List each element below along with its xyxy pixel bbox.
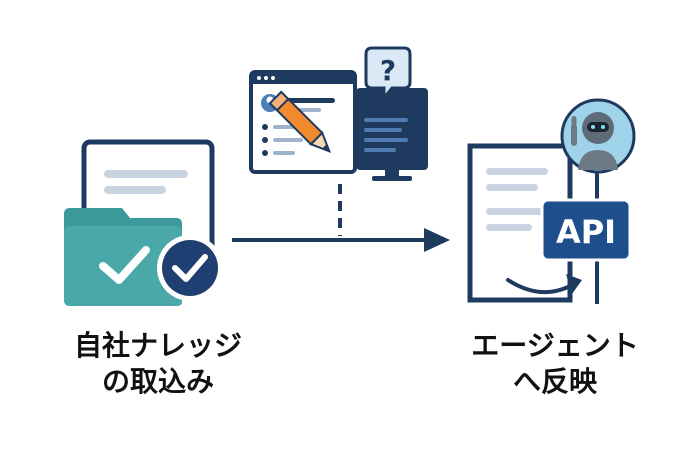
caption-left-line1: 自社ナレッジ: [73, 329, 242, 362]
robot-finger: [571, 116, 577, 126]
caption-right-line2: へ反映: [512, 365, 597, 398]
doc-line: [486, 184, 538, 191]
api-label: API: [556, 213, 616, 251]
folder-front: [64, 226, 182, 306]
robot-icon: [571, 112, 618, 170]
pencil-eraser: [268, 90, 290, 112]
check-badge-icon: [162, 240, 218, 296]
curved-arrow: [506, 278, 576, 295]
caption-left: 自社ナレッジ の取込み: [48, 328, 268, 400]
doc-line: [104, 170, 188, 178]
monitor-line: [364, 128, 402, 132]
flow-arrow: [232, 228, 450, 252]
api-badge: [540, 198, 632, 262]
form-line: [273, 151, 295, 155]
form-bullet: [262, 137, 268, 143]
badge-check-mark: [172, 254, 208, 282]
robot-arm: [571, 124, 577, 146]
form-bullet: [262, 124, 268, 130]
monitor-question-icon: ?: [356, 46, 428, 181]
question-mark: ?: [380, 54, 396, 87]
caption-left-line2: の取込み: [101, 365, 214, 398]
window-dot: [264, 76, 268, 80]
monitor-base: [372, 176, 412, 181]
robot-eye: [591, 125, 595, 129]
monitor-line: [364, 118, 408, 122]
pencil-lead: [322, 144, 330, 152]
target-agent-icon: API: [467, 98, 636, 304]
arrow-head-icon: [424, 228, 450, 252]
pencil-icon: [268, 90, 332, 154]
caption-right-line1: エージェント: [471, 329, 639, 362]
browser-titlebar: [251, 72, 355, 84]
form-line: [273, 138, 303, 142]
monitor-line: [364, 148, 396, 152]
robot-body: [578, 150, 618, 170]
editor-window-icon: [249, 70, 357, 174]
monitor-line: [364, 138, 408, 142]
form-line: [285, 98, 335, 103]
doc-line: [104, 186, 166, 194]
doc-line: [486, 168, 548, 175]
form-bullet: [262, 150, 268, 156]
doc-line: [486, 224, 532, 231]
monitor-stand: [385, 170, 399, 178]
curved-arrow-head-icon: [566, 274, 582, 294]
doc-line: [486, 208, 548, 215]
caption-right: エージェント へ反映: [440, 328, 670, 400]
window-dot: [257, 76, 261, 80]
source-knowledge-icon: [64, 139, 223, 306]
folder-check-icon: [99, 246, 150, 284]
robot-eye: [601, 125, 605, 129]
question-bubble-icon: [364, 46, 412, 103]
window-dot: [271, 76, 275, 80]
robot-visor: [587, 122, 609, 132]
